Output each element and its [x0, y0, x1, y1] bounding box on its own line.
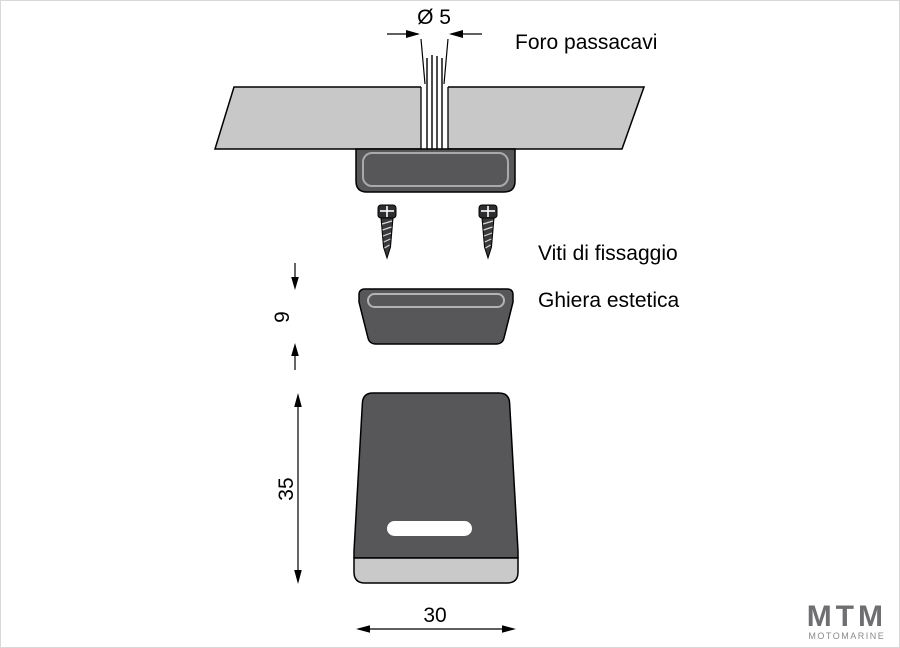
screw-left: [377, 204, 397, 260]
label-foro-passacavi: Foro passacavi: [515, 31, 658, 54]
dim-body-width: [356, 625, 516, 633]
dim-diameter: [387, 30, 482, 85]
gland-body: [353, 392, 519, 584]
label-viti-di-fissaggio: Viti di fissaggio: [538, 242, 678, 265]
dim-text-diameter: Ø 5: [417, 6, 451, 29]
mounting-panel: [213, 86, 646, 150]
dim-ring-height: [291, 263, 299, 370]
dim-body-height: [294, 393, 302, 584]
screw-right: [478, 204, 498, 260]
body-slot: [387, 521, 472, 536]
gland-flange: [355, 148, 516, 193]
label-ghiera-estetica: Ghiera estetica: [538, 289, 680, 312]
cables: [426, 55, 443, 151]
logo-mtm: MTM: [806, 600, 887, 633]
brand-logo: MTM MOTOMARINE: [806, 600, 887, 642]
ghiera-ring: [358, 288, 514, 345]
dim-text-body-width: 30: [423, 604, 447, 627]
fixing-screws: [377, 204, 498, 260]
body-ring-band: [353, 557, 519, 584]
dim-text-body-height: 35: [275, 477, 298, 501]
cable-hole: [421, 86, 448, 150]
dim-text-ring-height: 9: [271, 311, 294, 323]
logo-motomarine: MOTOMARINE: [808, 631, 886, 641]
